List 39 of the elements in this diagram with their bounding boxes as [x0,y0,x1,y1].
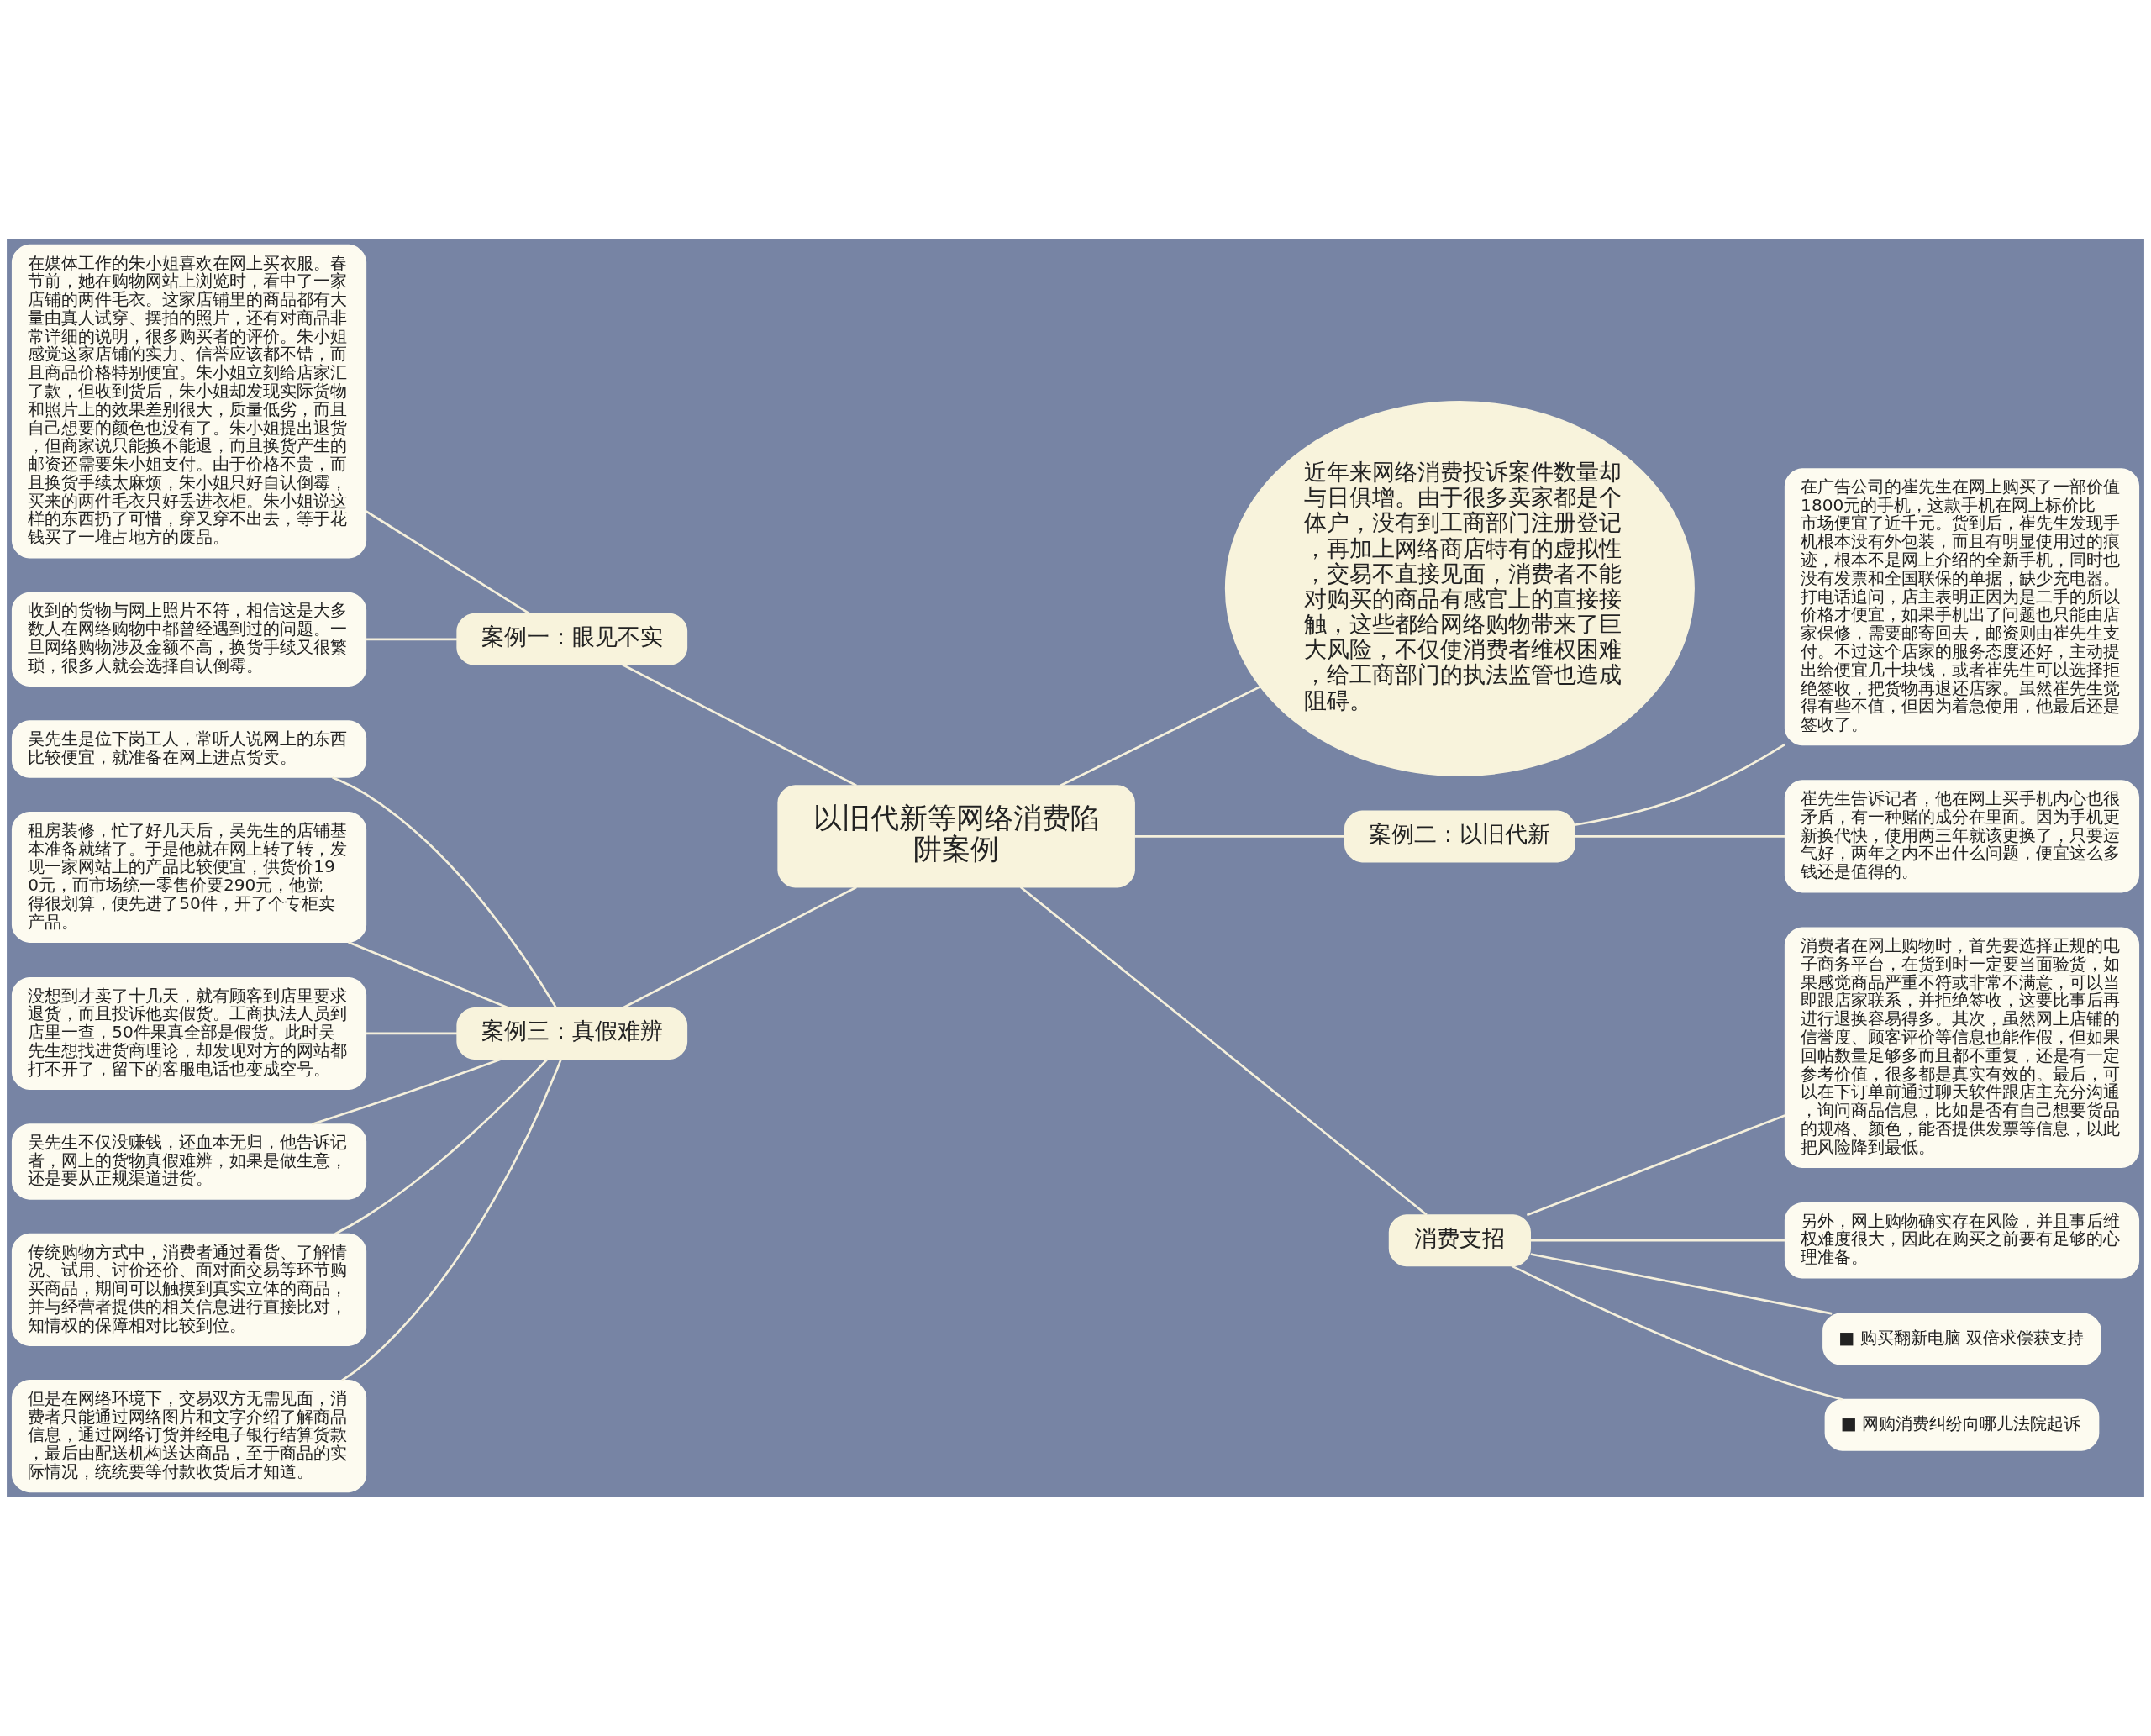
node-box: 传统购物方式中，消费者通过看货、了解情况、试用、讨价还价、面对面交易等环节购买商品，期间可以触摸到真实立体的商品，并与经营者提供的相关信息进行直接比对，知情权的保障相对比较到位。 [11,1233,367,1346]
node-box: 消费者在网上购物时，首先要选择正规的电子商务平台，在货到时一定要当面验货，如果感觉商品严重不符或非常不满意，可以当即跟店家联系，并拒绝签收，这要比事后再进行退换容易得多。其次，虽然网上店铺的信誉度、顾客评价等信息也能作假，但如果回帖数量足够多而且都不重复，还是有一定参考价值，很多都是真实有效的。最后，可以在下订单前通过聊天软件跟店主充分沟通，询问商品信息，比如是否有自己想要货品的规格、颜色，能否提供发票等信息，以此把风险降到最低。 [1784,926,2140,1168]
node-box: 案例二：以旧代新 [1344,809,1575,862]
connector [332,776,558,1008]
node-box: 收到的货物与网上照片不符，相信这是大多数人在网络购物中都曾经遇到过的问题。一旦网络购物涉及金额不高，换货手续又很繁琐，很多人就会选择自认倒霉。 [11,592,367,687]
node-box: 在媒体工作的朱小姐喜欢在网上买衣服。春节前，她在购物网站上浏览时，看中了一家店铺的两件毛衣。这家店铺里的商品都有大量由真人试穿、摆拍的照片，还有对商品非常详细的说明，很多购买者的评价。朱小姐感觉这家店铺的实力、信誉应该都不错，而且商品价格特别便宜。朱小姐立刻给店家汇了款，但收到货后，朱小姐却发现实际货物和照片上的效果差别很大，质量低劣，而且自己想要的颜色也没有了。朱小姐提出退货，但商家说只能换不能退，而且换货产生的邮资还需要朱小姐支付。由于价格不贵，而且换货手续太麻烦，朱小姐只好自认倒霉，买来的两件毛衣只好丢进衣柜。朱小姐说这样的东西扔了可惜，穿又穿不出去，等于花钱买了一堆占地方的废品。 [11,244,367,558]
connector [348,940,510,1009]
node-box: ■ 购买翻新电脑 双倍求偿获支持 [1822,1313,2101,1365]
connector [1019,886,1428,1216]
connector [1060,685,1261,786]
connector [334,1057,549,1235]
connector [366,638,457,640]
connector [365,509,531,615]
node-box: ■ 网购消费纠纷向哪儿法院起诉 [1824,1398,2100,1451]
connector [366,1032,457,1034]
node-box: 吴先生是位下岗工人，常听人说网上的东西比较便宜，就准备在网上进点货卖。 [11,719,367,778]
node-ellipse: 近年来网络消费投诉案件数量却与日俱增。由于很多卖家都是个体户，没有到工商部门注册登记，再加上网络商店特有的虚拟性，交易不直接见面，消费者不能对购买的商品有感官上的直接接触，这些都给网络购物带来了巨大风险，不仅使消费者维权困难，给工商部门的执法监管也造成阻碍。 [1224,400,1695,776]
node-box: 在广告公司的崔先生在网上购买了一部价值1800元的手机，这款手机在网上标价比市场便宜了近千元。货到后，崔先生发现手机根本没有外包装，而且有明显使用过的痕迹，根本不是网上介绍的全新手机，同时也没有发票和全国联保的单据，缺少充电器。打电话追问，店主表明正因为是二手的所以价格才便宜，如果手机出了问题也只能由店家保修，需要邮寄回去，邮资则由崔先生支付。不过这个店家的服务态度还好，主动提出给便宜几十块钱，或者崔先生可以选择拒绝签收，把货物再退还店家。虽然崔先生觉得有些不值，但因为着急使用，他最后还是签收了。 [1784,467,2140,745]
node-box: 租房装修，忙了好几天后，吴先生的店铺基本准备就绪了。于是他就在网上转了转，发现一家网站上的产品比较便宜，供货价190元，而市场统一零售价要290元，他觉得很划算，便先进了50件，开了个专柜卖产品。 [11,811,367,943]
connector [1530,1239,1785,1242]
connector [1526,1113,1785,1216]
node-box: 崔先生告诉记者，他在网上买手机内心也很矛盾，有一种赌的成分在里面。因为手机更新换代快，使用两三年就该更换了，只要运气好，两年之内不出什么问题，便宜这么多钱还是值得的。 [1784,779,2140,892]
node-box: 吴先生不仅没赚钱，还血本无归，他告诉记者，网上的货物真假难辨，如果是做生意，还是要从正规渠道进货。 [11,1123,367,1200]
connector [622,663,857,786]
node-box: 没想到才卖了十几天，就有顾客到店里要求退货，而且投诉他卖假货。工商执法人员到店里一查，50件果真全部是假货。此时吴先生想找进货商理论，却发现对方的网站都打不开了，留下的客服电话也变成空号。 [11,976,367,1090]
node-box: 另外，网上购物确实存在风险，并且事后维权难度很大，因此在购买之前要有足够的心理准备。 [1784,1202,2140,1278]
connector [1530,1252,1833,1315]
connector [311,1057,502,1125]
connector [1575,834,1785,838]
connector [1574,743,1786,826]
node-box: 案例一：眼见不实 [456,613,688,665]
node-box: 以旧代新等网络消费陷阱案例 [777,784,1135,888]
node-box: 案例三：真假难辨 [456,1007,688,1060]
connector [1511,1264,1843,1401]
node-box: 但是在网络环境下，交易双方无需见面，消费者只能通过网络图片和文字介绍了解商品信息，通过网络订货并经电子银行结算货款，最后由配送机构送达商品，至于商品的实际情况，统统要等付款收货后才知道。 [11,1379,367,1492]
connector [1134,834,1345,838]
connector [622,886,857,1009]
node-box: 消费支招 [1388,1213,1531,1266]
connector [341,1058,563,1381]
